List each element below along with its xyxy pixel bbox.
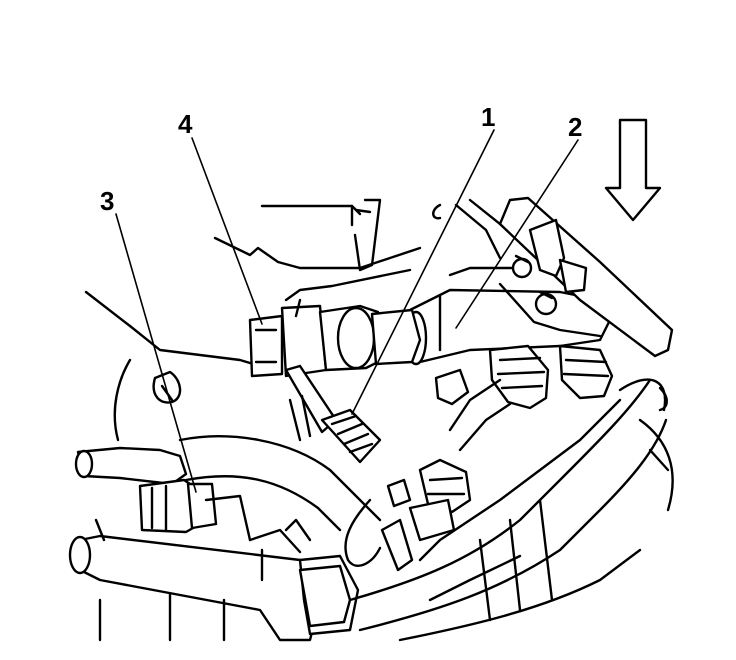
engine-background-lines [84,198,674,512]
injector-bracket [498,196,674,358]
callout-leader-lines [115,129,579,493]
callout-4: 4 [178,109,193,139]
fuel-feed-line [344,378,512,572]
pressure-regulator [248,268,422,378]
arrow-down-icon [604,118,662,222]
vacuum-hose [284,364,382,464]
coolant-hose [74,435,382,532]
hose-clamp-fitting [138,478,218,534]
callout-1: 1 [481,102,496,132]
lower-hoses [348,378,668,642]
rail-fittings [434,344,614,410]
callout-3: 3 [100,186,115,216]
hose-clip [298,564,352,628]
callout-2: 2 [568,112,583,142]
